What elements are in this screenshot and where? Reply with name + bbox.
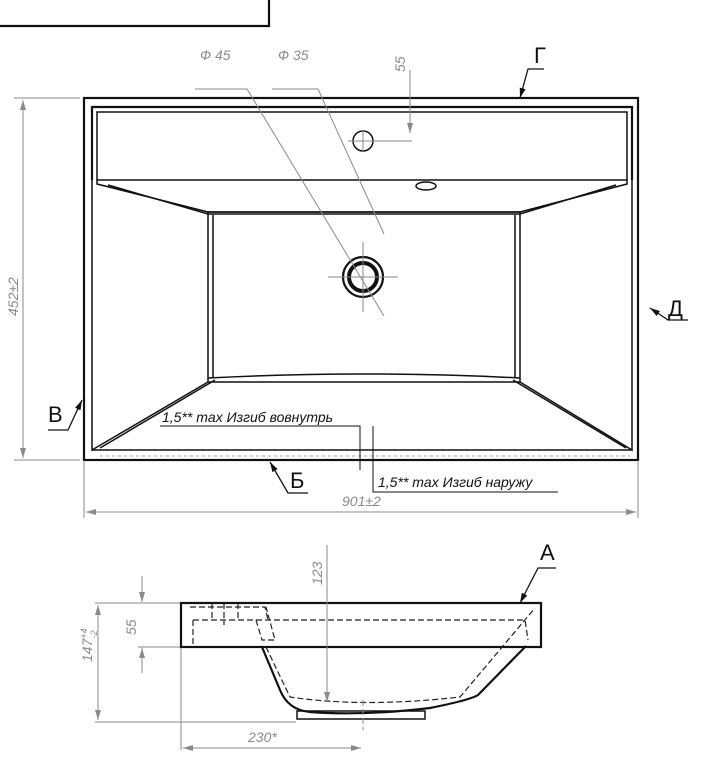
svg-text:147+4-2: 147+4-2 (79, 628, 99, 662)
drain-profile (296, 710, 426, 720)
view-label-d: Д (668, 296, 683, 321)
view-label-v: В (48, 402, 63, 427)
top-view: 55 Ф 45 Ф 35 Г 452±2 Д В 1,5** max Изгиб… (5, 43, 688, 518)
dim-drain-offset: 230* (247, 729, 277, 745)
dim-total-height: 147 (79, 637, 95, 662)
overflow-hole (415, 181, 437, 191)
side-view: 123 А 55 147+4-2 230* (79, 540, 556, 751)
view-label-b: Б (290, 468, 304, 493)
dim-width: 901±2 (342, 493, 381, 509)
bowl-bottom (207, 211, 521, 383)
note-bend-outward: 1,5** max Изгиб наружу (378, 474, 533, 490)
sink-rim-profile (179, 601, 543, 649)
dim-overflow-dia: Ф 45 (200, 47, 231, 63)
dim-total-height-tol-upper: +4 (79, 628, 89, 638)
sink-outline (82, 96, 640, 462)
bowl-profile (260, 645, 527, 715)
view-label-g: Г (534, 43, 546, 68)
dim-total-height-tol-lower: -2 (89, 630, 99, 638)
dim-faucet-offset: 55 (392, 56, 408, 72)
note-bend-inward: 1,5** max Изгиб вовнутрь (162, 409, 333, 425)
dim-depth: 452±2 (5, 277, 21, 316)
dim-bowl-depth: 123 (309, 561, 325, 585)
dim-faucet-dia: Ф 35 (278, 47, 309, 63)
title-block-frame (0, 0, 271, 28)
dim-rim-height: 55 (123, 619, 139, 635)
view-label-a: А (540, 540, 555, 565)
